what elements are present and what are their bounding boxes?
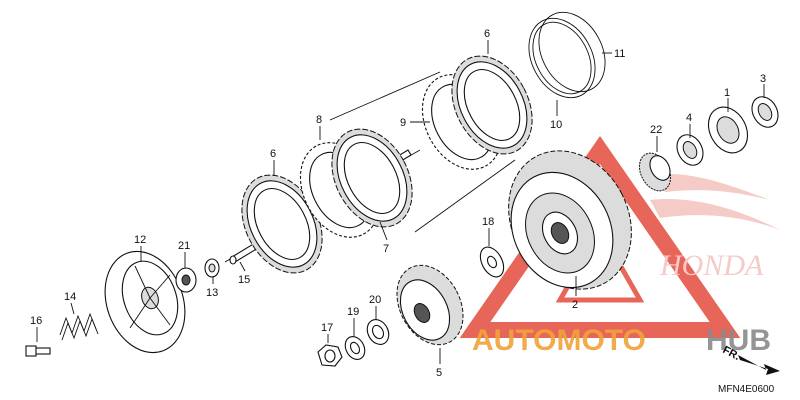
callout-labels: 1 2 3 4 5 6 6 7 8 9 10 11 12 13 14 15 16… [30, 28, 766, 379]
callout-18: 18 [482, 216, 494, 228]
judder-spring-part-10 [528, 17, 596, 99]
watermark-brand: AUTOMOTO HUB [472, 324, 771, 357]
friction-disc-part-6-left [241, 174, 323, 274]
callout-20: 20 [369, 294, 381, 306]
callout-19: 19 [347, 306, 359, 318]
callout-15: 15 [238, 274, 250, 286]
clutch-spring-part-14 [59, 312, 99, 341]
callout-1: 1 [724, 87, 730, 99]
drive-sprocket-part-1 [707, 106, 749, 154]
lifter-piece-part-13 [204, 258, 220, 278]
callout-5: 5 [436, 367, 442, 379]
callout-21: 21 [178, 240, 190, 252]
collar-part-4 [676, 134, 704, 166]
clutch-center-part-5 [396, 264, 464, 346]
lock-nut-part-17 [317, 344, 343, 367]
needle-bearing-part-22 [638, 152, 672, 192]
callout-9: 9 [400, 117, 406, 129]
callout-14: 14 [64, 291, 76, 303]
callout-8: 8 [316, 114, 322, 126]
spring-seat-part-11 [538, 11, 606, 93]
clutch-outer-part-2 [508, 150, 632, 290]
collar-part-3 [751, 96, 779, 128]
direction-arrow-icon [738, 355, 780, 375]
diagram-code: MFN4E0600 [718, 384, 775, 395]
callout-16: 16 [30, 315, 42, 327]
friction-disc-part-7 [331, 128, 413, 228]
washer-part-19 [344, 336, 366, 360]
watermark-brand-right: HUB [706, 324, 771, 357]
callout-6-left: 6 [270, 148, 276, 160]
friction-disc-part-6-right [451, 55, 533, 155]
bolt-part-16 [25, 345, 51, 357]
callout-leaders [36, 40, 765, 364]
callout-12: 12 [134, 234, 146, 246]
callout-7: 7 [383, 243, 389, 255]
callout-3: 3 [760, 73, 766, 85]
thrust-washer-part-18 [479, 246, 505, 278]
callout-4: 4 [686, 112, 692, 124]
callout-22: 22 [650, 124, 662, 136]
bearing-part-21 [175, 267, 197, 293]
callout-17: 17 [321, 322, 333, 334]
callout-11: 11 [614, 48, 625, 60]
callout-6-right: 6 [484, 28, 490, 40]
callout-2: 2 [572, 299, 578, 311]
callout-10: 10 [550, 119, 562, 131]
lock-washer-part-20 [366, 319, 390, 345]
callout-13: 13 [206, 287, 218, 299]
watermark-brand-left: AUTOMOTO [472, 324, 646, 357]
pressure-plate-part-12 [104, 250, 186, 354]
watermark-honda-text: HONDA [659, 249, 764, 282]
